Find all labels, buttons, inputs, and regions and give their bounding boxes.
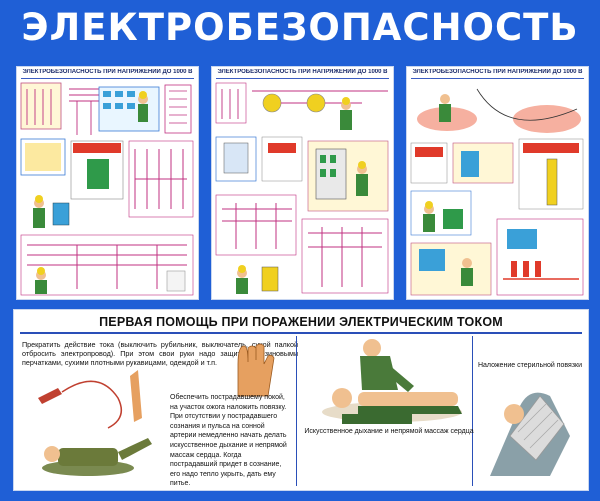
electrocuted-victim-illustration [38,370,152,476]
section-divider [296,336,297,486]
safety-panel-3: ЭЛЕКТРОБЕЗОПАСНОСТЬ ПРИ НАПРЯЖЕНИИ ДО 10… [406,66,589,300]
title-underline [20,332,582,334]
panel-heading: ЭЛЕКТРОБЕЗОПАСНОСТЬ ПРИ НАПРЯЖЕНИИ ДО 10… [411,69,584,79]
panel-2-illustration [215,82,389,294]
first-aid-title: ПЕРВАЯ ПОМОЩЬ ПРИ ПОРАЖЕНИИ ЭЛЕКТРИЧЕСКИ… [99,315,503,329]
safety-panel-2: ЭЛЕКТРОБЕЗОПАСНОСТЬ ПРИ НАПРЯЖЕНИИ ДО 10… [211,66,394,300]
safety-panel-1: ЭЛЕКТРОБЕЗОПАСНОСТЬ ПРИ НАПРЯЖЕНИИ ДО 10… [16,66,199,300]
panel-3-illustration [410,88,584,296]
rubber-glove-icon [237,343,275,397]
bandage-illustration [490,392,570,476]
cpr-illustration [322,339,462,424]
first-aid-intro-text: Прекратить действие тока (выключить руби… [22,340,298,367]
panel-1-illustration [20,82,194,296]
cpr-caption: Искусственное дыхание и непрямой массаж … [304,428,474,435]
bandage-caption: Наложение стерильной повязки [477,362,583,369]
panel-heading: ЭЛЕКТРОБЕЗОПАСНОСТЬ ПРИ НАПРЯЖЕНИИ ДО 10… [216,69,389,79]
first-aid-care-text: Обеспечить пострадавшему покой, на участ… [170,394,287,488]
poster-title: ЭЛЕКТРОБЕЗОПАСНОСТЬ [21,6,579,49]
panel-heading: ЭЛЕКТРОБЕЗОПАСНОСТЬ ПРИ НАПРЯЖЕНИИ ДО 10… [21,69,194,79]
section-divider [472,336,473,486]
first-aid-panel: ПЕРВАЯ ПОМОЩЬ ПРИ ПОРАЖЕНИИ ЭЛЕКТРИЧЕСКИ… [13,309,589,491]
